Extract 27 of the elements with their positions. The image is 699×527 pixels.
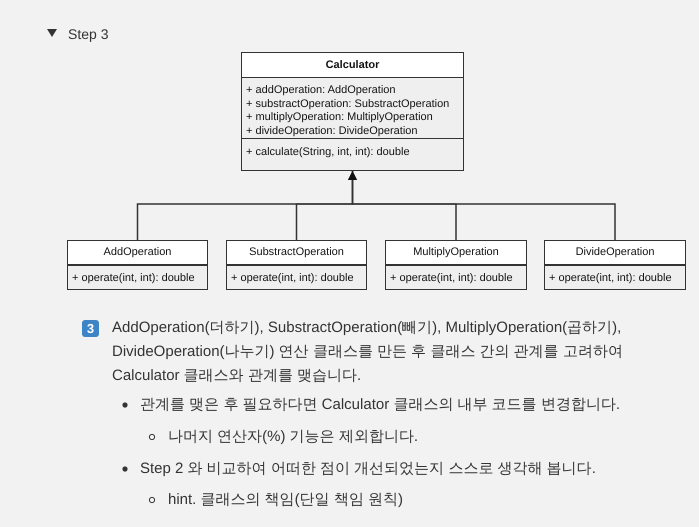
attribute-text: + substractOperation: SubstractOperation xyxy=(245,98,450,111)
attribute-text: + divideOperation: DivideOperation xyxy=(245,124,419,138)
class-name: SubstractOperation xyxy=(227,241,366,265)
class-box xyxy=(226,240,367,290)
method-text: + operate(int, int): double xyxy=(68,265,207,289)
class-box xyxy=(241,52,464,171)
class-name: AddOperation xyxy=(68,241,207,265)
bullet-text: Step 2 와 비교하여 어떠한 점이 개선되었는지 스스로 생각해 봅니다. xyxy=(140,459,597,479)
section-title: Step 3 xyxy=(68,25,108,44)
class-name: Calculator xyxy=(242,53,463,78)
method-text: + operate(int, int): double xyxy=(545,265,685,289)
bullet-text: 관계를 맺은 후 필요하다면 Calculator 클래스의 내부 코드를 변경합니다. xyxy=(140,395,622,415)
class-name: DivideOperation xyxy=(545,241,685,265)
class-box xyxy=(385,240,527,290)
bullet-text: 나머지 연산자(%) 기능은 제외합니다. xyxy=(168,427,419,447)
class-box xyxy=(544,240,686,290)
paragraph: AddOperation(더하기), SubstractOperation(빼기), MultiplyOperation(곱하기), DivideOperation(나누기) 연산 클래스를 만든 후 클래스 간의 관계를 고려하여 Calculator 클래스와 관계를 맺습니다. xyxy=(112,318,624,386)
method-text: + operate(int, int): double xyxy=(227,265,366,289)
inheritance-arrow xyxy=(348,171,616,240)
method-text: + operate(int, int): double xyxy=(386,265,526,289)
number-badge: 3 xyxy=(82,320,99,337)
method-text: + calculate(String, int, int): double xyxy=(242,138,463,165)
attribute-text: + addOperation: AddOperation xyxy=(245,83,397,98)
bullet-text: hint. 클래스의 책임(단일 책임 원칙) xyxy=(168,490,404,510)
class-name: MultiplyOperation xyxy=(386,241,526,265)
attribute-text: + multiplyOperation: MultiplyOperation xyxy=(245,111,434,124)
class-box xyxy=(67,240,208,290)
